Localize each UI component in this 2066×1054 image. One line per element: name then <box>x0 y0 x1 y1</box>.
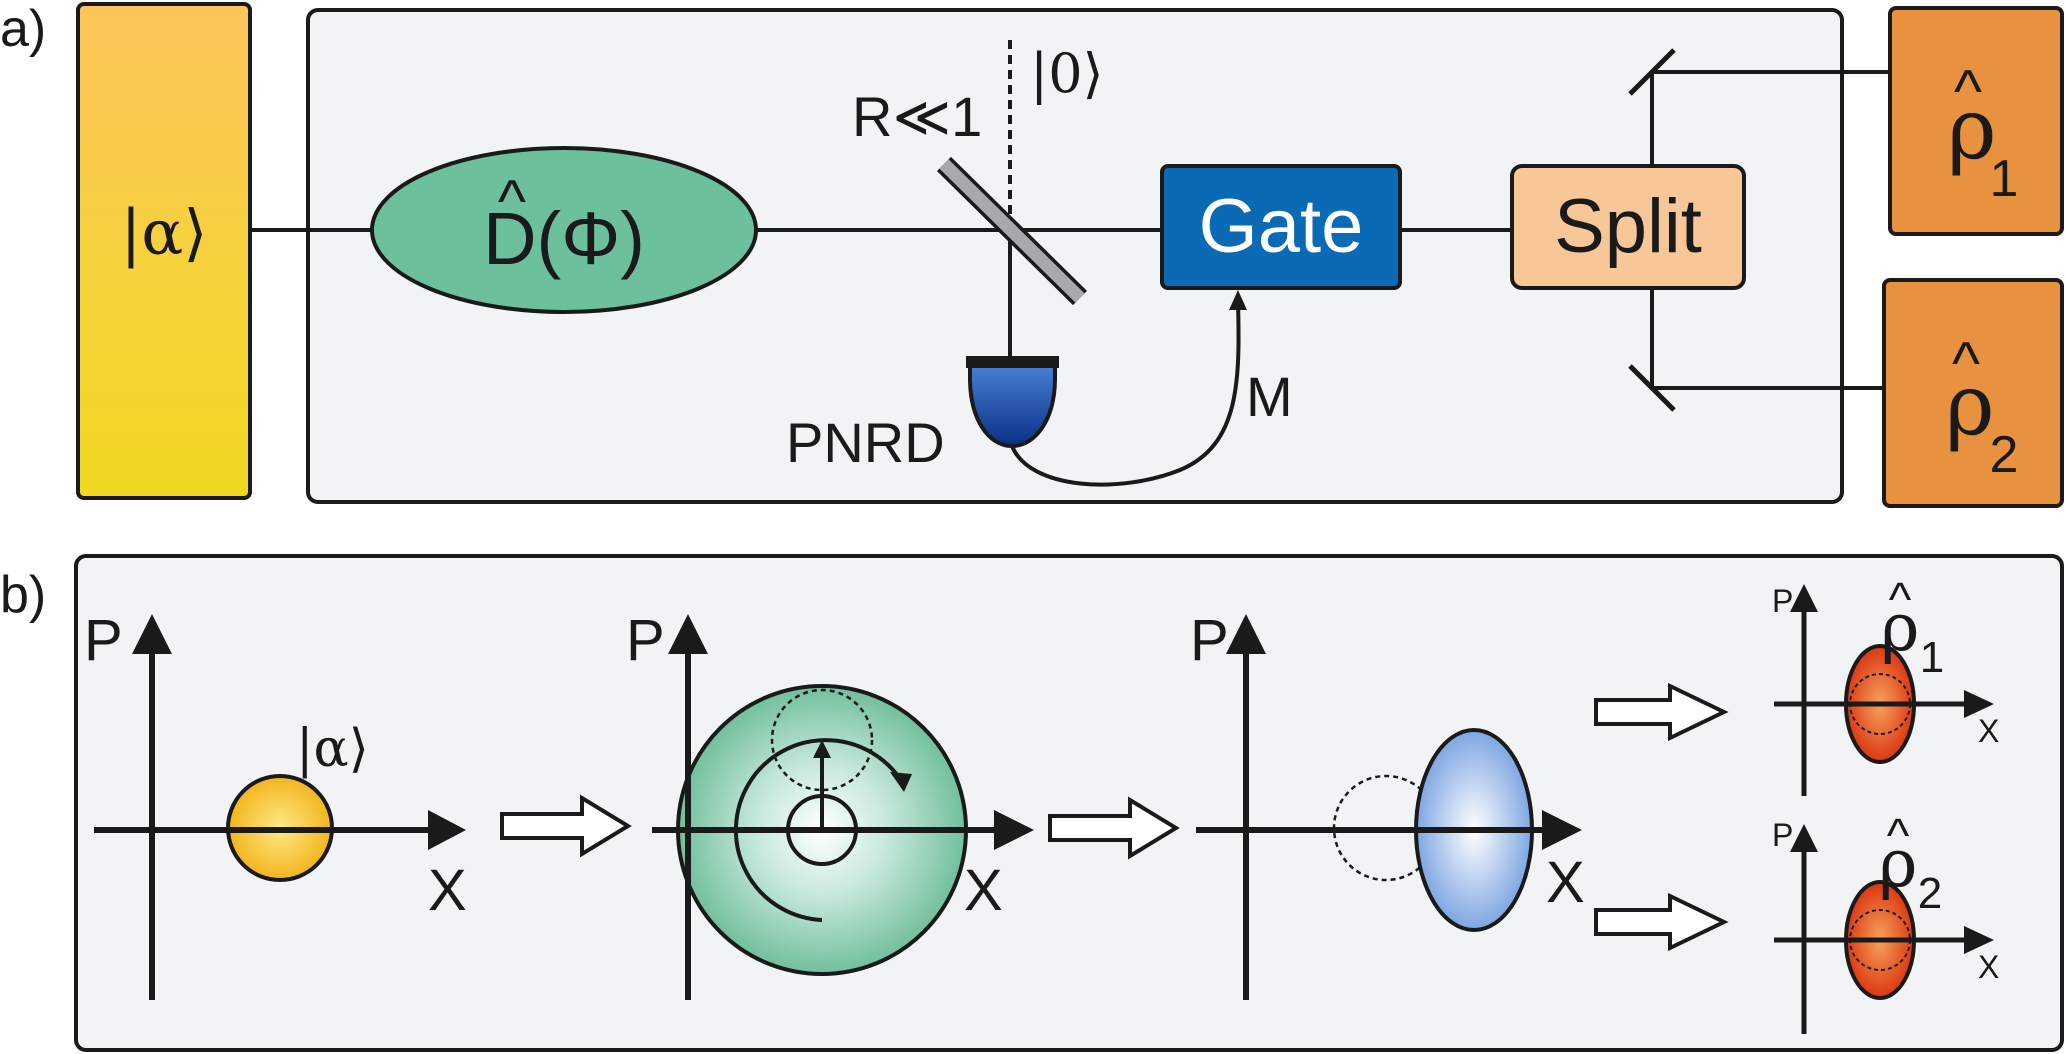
output-1-hat: ^ <box>1954 58 1982 125</box>
displacement-label: D(Φ) <box>483 197 645 280</box>
output-1-symbol: ρ <box>1947 80 1996 178</box>
p-label: P <box>84 608 123 673</box>
p-axis-arrowhead <box>132 614 172 654</box>
output-2-hat: ^ <box>1952 330 1980 397</box>
output-1-box <box>1888 6 2064 236</box>
measurement-label: M <box>1246 365 1293 428</box>
transition-arrow-2 <box>1048 796 1180 860</box>
feedforward-arrowhead <box>1229 290 1247 310</box>
rotation-path <box>734 738 904 922</box>
x-label: X <box>428 858 467 923</box>
reflectivity-label: R≪1 <box>852 85 982 148</box>
p-label: P <box>1190 608 1229 673</box>
x-axis-arrowhead <box>994 810 1034 850</box>
coherent-source-box <box>76 2 252 500</box>
displacement-arrowhead <box>813 740 831 758</box>
feedforward-curve <box>1010 299 1241 487</box>
panel-b-label: b) <box>0 566 46 624</box>
output-2-index: 2 <box>1918 869 1942 918</box>
output-2-hat: ^ <box>1887 810 1910 863</box>
panel-a-label: a) <box>0 0 46 58</box>
transition-arrow-1 <box>500 794 632 858</box>
x-label: X <box>964 858 1003 923</box>
gate-label: Gate <box>1199 184 1364 269</box>
x-axis-arrowhead <box>1964 926 1994 954</box>
p-axis-arrowhead <box>1226 614 1266 654</box>
coherent-state-label: |α⟩ <box>121 196 208 269</box>
phase-space-plot-3: P X <box>1190 608 1585 1000</box>
phase-space-plot-4: P X ^ ρ 1 <box>1772 574 1999 796</box>
output-2-index: 2 <box>1990 426 2019 484</box>
rotation-arrowhead <box>890 772 912 792</box>
setup-box <box>306 8 1844 504</box>
p-axis-arrowhead <box>1790 584 1818 612</box>
pnrd-label: PNRD <box>786 411 945 474</box>
p-label: P <box>626 608 665 673</box>
output-1-hat: ^ <box>1889 574 1912 627</box>
transition-arrow-4 <box>1594 892 1729 952</box>
output-2-symbol: ρ <box>1879 825 1918 902</box>
split-box <box>1510 164 1746 290</box>
x-axis-arrowhead <box>1542 810 1582 850</box>
phase-space-box <box>74 554 2064 1052</box>
p-label: P <box>1772 817 1793 853</box>
x-label: X <box>1978 949 1999 985</box>
output-2-box <box>1882 278 2064 508</box>
displacement-hat: ^ <box>498 168 526 235</box>
vacuum-state-label: |0⟩ <box>1030 42 1104 105</box>
output-2-symbol: ρ <box>1945 356 1994 454</box>
displacement-ellipse <box>370 146 758 314</box>
output-1-index: 1 <box>1990 150 2019 208</box>
x-label: X <box>1546 850 1585 915</box>
gate-box <box>1160 164 1402 290</box>
p-axis-arrowhead <box>668 614 708 654</box>
phase-space-plot-2: P X <box>626 608 1034 1000</box>
x-axis-arrowhead <box>428 810 466 850</box>
pnrd-detector-cap <box>966 356 1059 368</box>
x-axis-arrowhead <box>1964 690 1994 718</box>
split-label: Split <box>1554 184 1702 269</box>
displaced-circle-dashed <box>770 688 874 792</box>
transition-arrow-3 <box>1594 682 1729 742</box>
phase-space-plot-5: P X ^ ρ 2 <box>1772 810 1999 1034</box>
x-label: X <box>1978 713 1999 749</box>
output-1-index: 1 <box>1920 633 1944 682</box>
phase-space-plot-1: P X |α⟩ <box>84 608 467 1000</box>
p-axis-arrowhead <box>1790 824 1818 852</box>
p-label: P <box>1772 583 1793 619</box>
state-label: |α⟩ <box>296 719 369 779</box>
beamsplitter-plate-fill <box>939 159 1085 303</box>
output-1-symbol: ρ <box>1881 589 1920 666</box>
